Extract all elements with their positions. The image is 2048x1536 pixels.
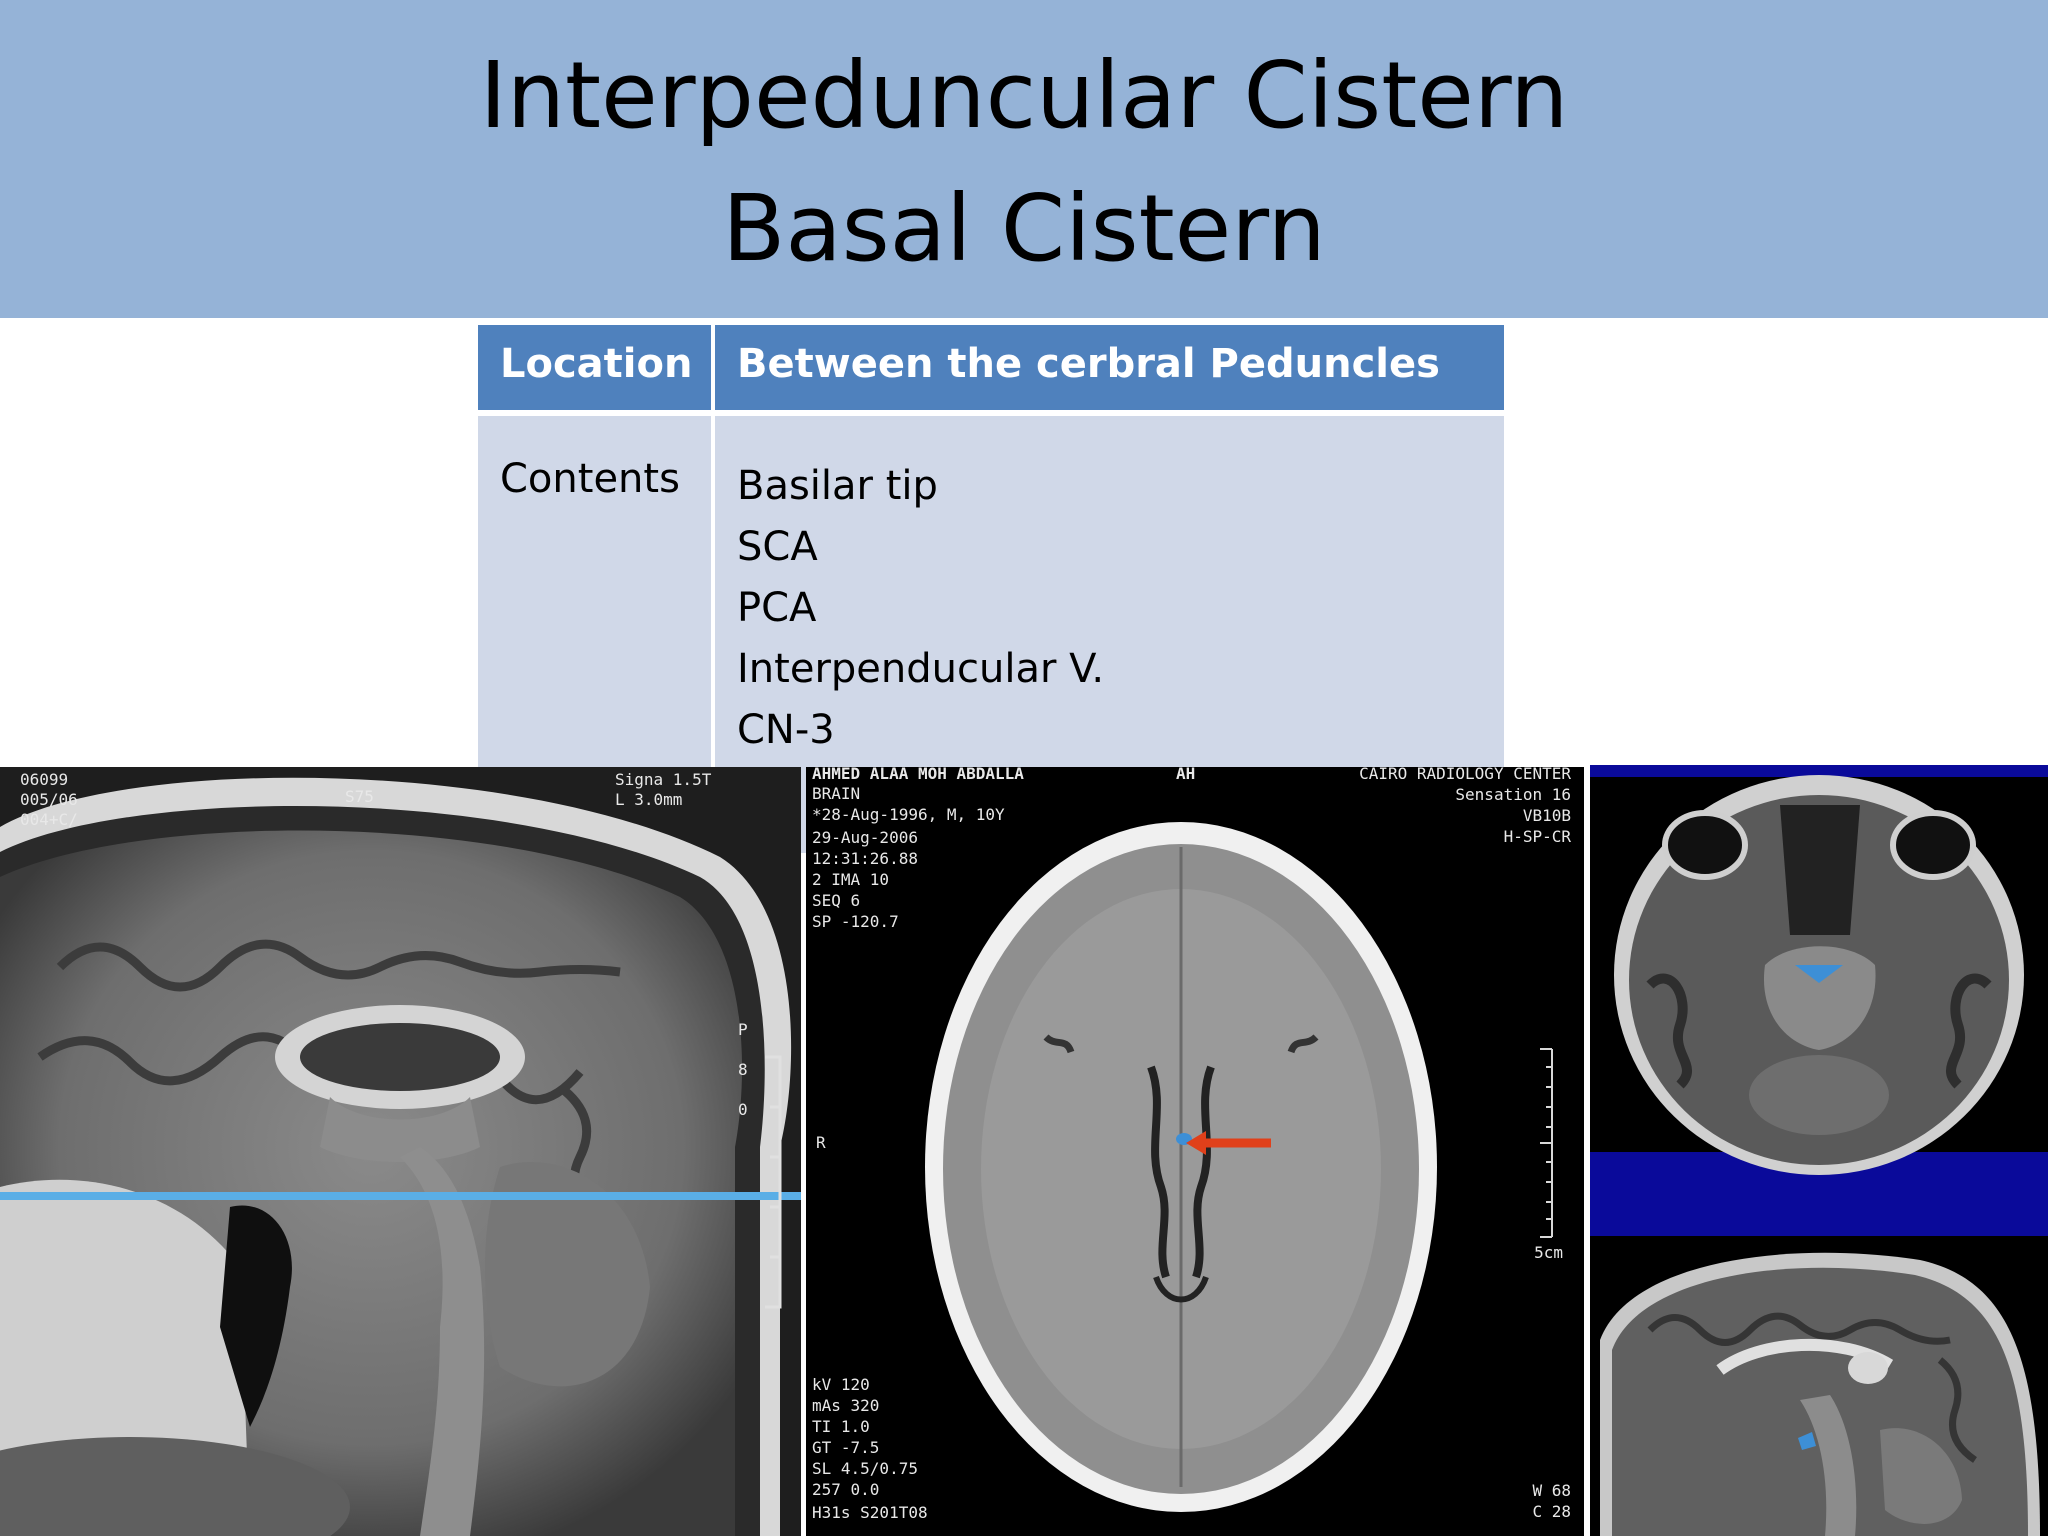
- axial-ct-image: AHMED ALAA MOH ABDALLA BRAIN *28-Aug-199…: [806, 767, 1584, 1536]
- ct-footer-line: SL 4.5/0.75: [812, 1459, 918, 1478]
- ct-header-line: 29-Aug-2006: [812, 828, 918, 847]
- sagittal-overlay-line: L 3.0mm: [615, 790, 682, 809]
- midsagittal-mri-drawing: [1590, 1200, 2048, 1536]
- sagittal-mri-image: 06099 005/06 004+C/ S75 Signa 1.5T L 3.0…: [0, 767, 801, 1536]
- list-item: Interpenducular V.: [737, 646, 1105, 692]
- ct-header-line: SEQ 6: [812, 891, 860, 910]
- location-value: Between the cerbral Peduncles: [715, 325, 1504, 410]
- scale-letter: 0: [738, 1100, 748, 1119]
- sagittal-overlay-line: 005/06: [20, 790, 78, 809]
- ct-footer-line: H31s S201T08: [812, 1503, 928, 1522]
- ct-footer-line: mAs 320: [812, 1396, 879, 1415]
- ct-header-line: SP -120.7: [812, 912, 899, 931]
- ct-scale-label: 5cm: [1534, 1243, 1563, 1262]
- ct-side-marker: R: [816, 1133, 826, 1152]
- axial-mri-drawing: [1590, 765, 2048, 1200]
- axial-ct-drawing: AHMED ALAA MOH ABDALLA BRAIN *28-Aug-199…: [806, 767, 1584, 1536]
- title-band: Interpeduncular Cistern Basal Cistern: [0, 0, 2048, 318]
- ct-footer-line: C 28: [1532, 1502, 1571, 1521]
- ct-header-line: CAIRO RADIOLOGY CENTER: [1359, 767, 1571, 783]
- sagittal-overlay-line: Signa 1.5T: [615, 770, 712, 789]
- ct-footer-line: TI 1.0: [812, 1417, 870, 1436]
- red-arrow-head: [1186, 1131, 1206, 1155]
- cistern-highlight: [1795, 965, 1843, 983]
- ct-header-line: *28-Aug-1996, M, 10Y: [812, 805, 1005, 824]
- list-item: CN-3: [737, 707, 835, 753]
- axial-mri-image: [1590, 765, 2048, 1200]
- sagittal-overlay-line: 004+C/: [20, 810, 78, 829]
- list-item: SCA: [737, 524, 818, 570]
- scale-letter: 8: [738, 1060, 748, 1079]
- ct-footer-line: 257 0.0: [812, 1480, 879, 1499]
- ct-header-line: BRAIN: [812, 784, 860, 803]
- ct-footer-line: kV 120: [812, 1375, 870, 1394]
- ct-header-line: VB10B: [1523, 806, 1571, 825]
- ct-header-line: Sensation 16: [1455, 785, 1571, 804]
- sagittal-overlay-line: 06099: [20, 770, 68, 789]
- ct-header-line: H-SP-CR: [1504, 827, 1572, 846]
- sagittal-mri-drawing: 06099 005/06 004+C/ S75 Signa 1.5T L 3.0…: [0, 767, 801, 1536]
- location-label: Location: [478, 325, 715, 410]
- midsagittal-mri-image: [1590, 1200, 2048, 1536]
- list-item: PCA: [737, 585, 817, 631]
- table-header-row: Location Between the cerbral Peduncles: [478, 325, 1504, 410]
- ct-header-line: 12:31:26.88: [812, 849, 918, 868]
- list-item: Basilar tip: [737, 463, 938, 509]
- slide-title: Interpeduncular Cistern: [479, 42, 1569, 149]
- slide-subtitle: Basal Cistern: [722, 175, 1326, 282]
- ct-header-line: AHMED ALAA MOH ABDALLA: [812, 767, 1024, 783]
- ct-footer-line: W 68: [1532, 1481, 1571, 1500]
- sagittal-slice-label: S75: [345, 787, 374, 806]
- cistern-highlight: [1798, 1432, 1816, 1450]
- ct-footer-line: GT -7.5: [812, 1438, 879, 1457]
- ct-header-line: 2 IMA 10: [812, 870, 889, 889]
- contents-list: Basilar tip SCA PCA Interpenducular V. C…: [737, 456, 1504, 761]
- ct-header-mid: AH: [1176, 767, 1195, 783]
- scale-letter: P: [738, 1020, 748, 1039]
